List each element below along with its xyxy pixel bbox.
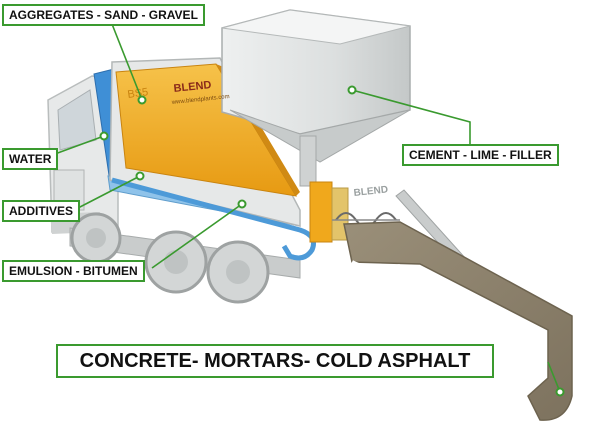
label-aggregates: AGGREGATES - SAND - GRAVEL — [2, 4, 205, 26]
callout-line-output — [547, 361, 561, 393]
callout-dot-emulsion — [237, 199, 247, 209]
label-emulsion: EMULSION - BITUMEN — [2, 260, 145, 282]
label-cement: CEMENT - LIME - FILLER — [402, 144, 559, 166]
callout-dot-additives — [135, 171, 145, 181]
truck-wheels — [70, 212, 270, 304]
label-water: WATER — [2, 148, 59, 170]
callout-dot-output — [555, 387, 565, 397]
callout-dot-water — [99, 131, 109, 141]
aggregate-feeder — [309, 181, 333, 243]
discharge-chute — [343, 221, 573, 421]
cement-hopper — [221, 9, 411, 187]
callout-lines — [43, 23, 561, 393]
label-additives: ADDITIVES — [2, 200, 81, 222]
hopper-brand-text: BLEND — [353, 184, 388, 199]
emulsion-pipe — [111, 177, 316, 261]
callout-dots — [99, 85, 565, 397]
callout-line-cement — [351, 89, 471, 144]
callout-line-emulsion — [151, 203, 243, 269]
callout-line-aggregates — [111, 23, 143, 101]
callout-dot-cement — [347, 85, 357, 95]
callout-dot-aggregates — [137, 95, 147, 105]
callout-line-additives — [77, 175, 141, 209]
body-brand-text: BLEND — [173, 79, 212, 95]
label-output: CONCRETE- MORTARS- COLD ASPHALT — [56, 344, 494, 378]
